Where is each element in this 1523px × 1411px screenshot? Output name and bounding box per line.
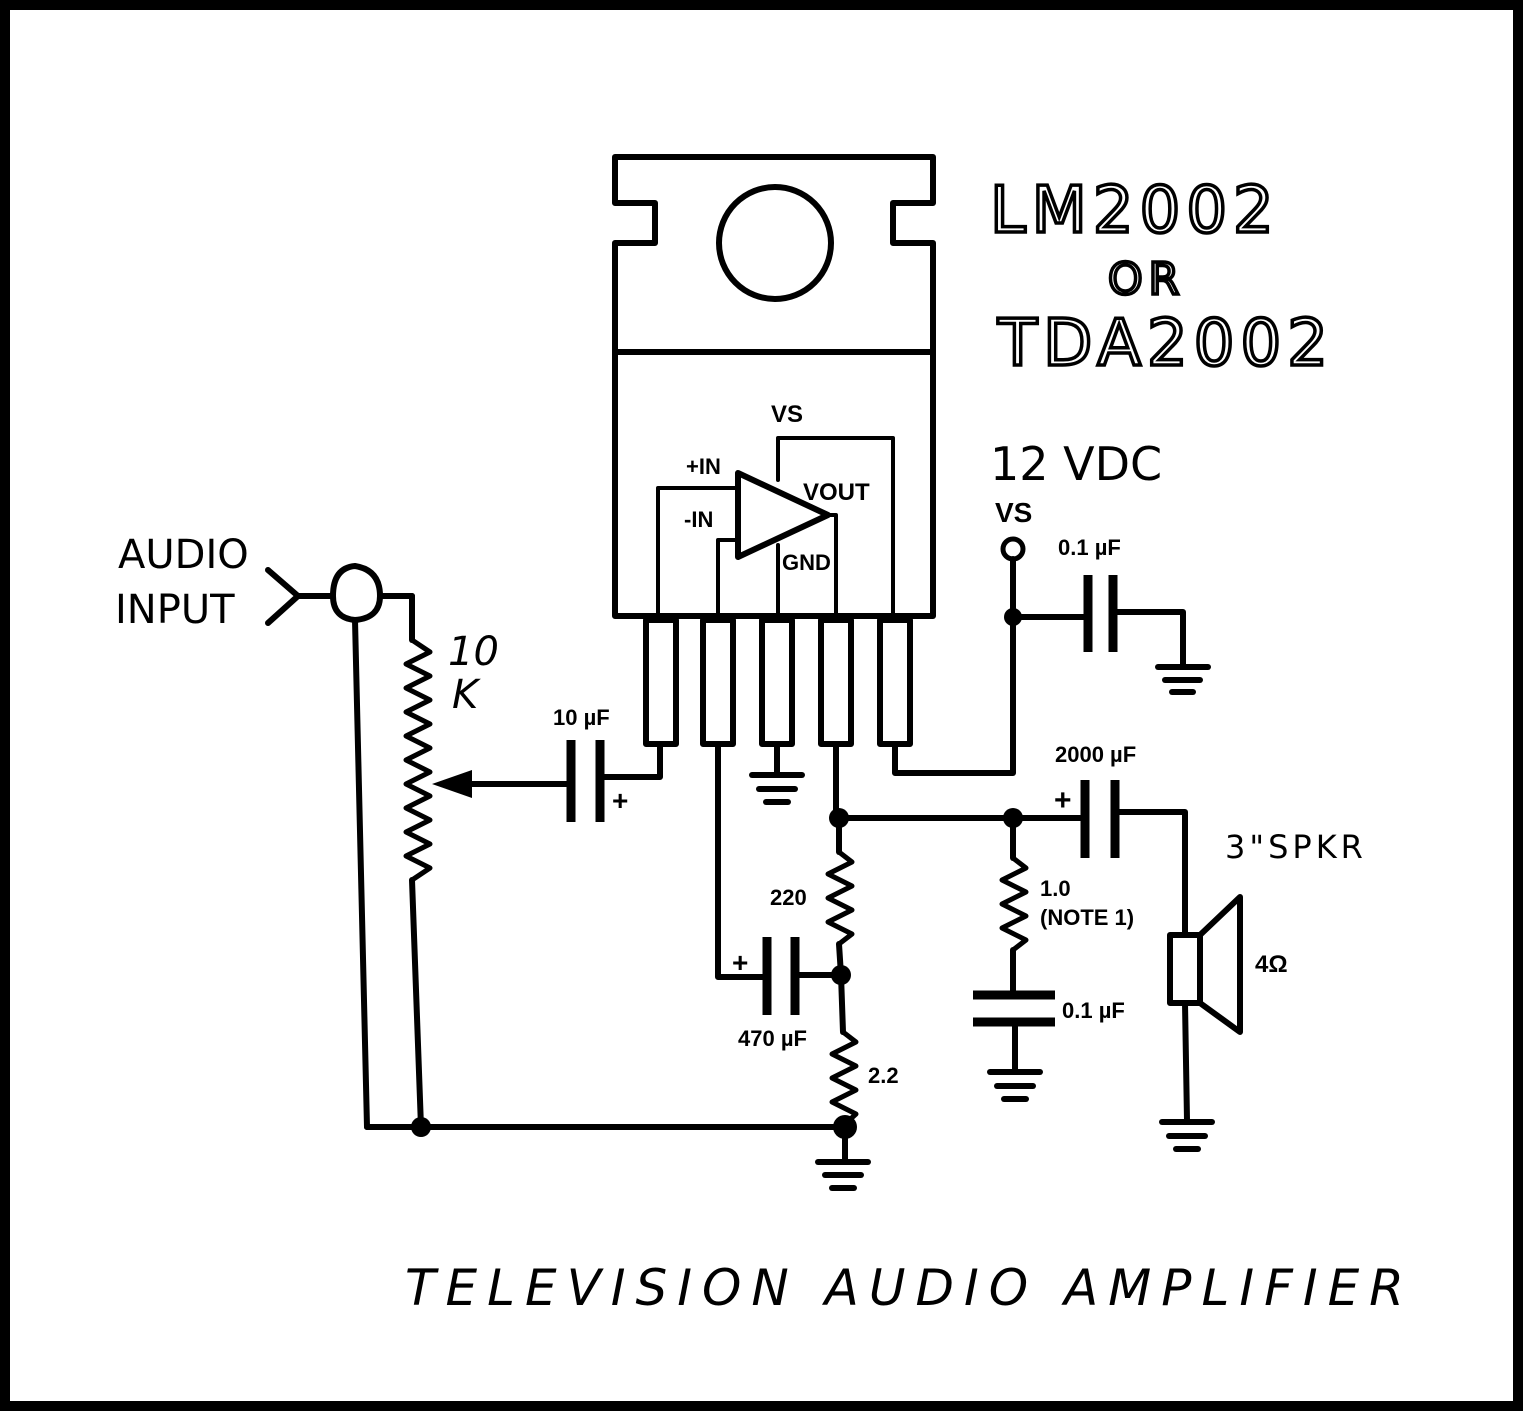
pot-value-2: K — [452, 672, 481, 718]
vs-internal-wire — [776, 436, 895, 622]
zobel-resistor — [999, 855, 1029, 953]
speaker-symbol — [1167, 894, 1243, 1035]
r220-label: 220 — [770, 885, 807, 910]
label-vs-internal: VS — [771, 401, 803, 428]
c-feedback-plus-sign: + — [732, 947, 748, 978]
volume-pot-resistor — [403, 637, 433, 883]
ic-pins — [643, 617, 913, 747]
jack-ground-wire — [352, 617, 370, 1130]
diagram-title: TELEVISION AUDIO AMPLIFIER — [405, 1259, 1414, 1317]
ic-pin-3 — [759, 617, 795, 747]
speaker-cone — [1197, 894, 1243, 1035]
r22-label: 2.2 — [868, 1063, 899, 1088]
r22-resistor — [829, 1029, 859, 1127]
audio-input-label-2: INPUT — [115, 587, 235, 633]
c-output-plus-sign: + — [1054, 784, 1072, 817]
speaker-label: 3"SPKR — [1225, 828, 1367, 866]
vs-supply-wire — [892, 556, 1016, 776]
speaker-ground-lead — [1182, 1000, 1190, 1123]
c-feedback-label: 470 µF — [738, 1026, 807, 1051]
supply-terminal-label: VS — [995, 497, 1032, 528]
minus-in-feedback-wire — [715, 741, 767, 980]
pot-value-1: 10 — [448, 629, 499, 675]
ground-symbol-main — [815, 1159, 871, 1191]
ic-mounting-hole — [716, 184, 834, 302]
r220-resistor — [825, 849, 855, 947]
pot-wiper-arrow — [432, 770, 472, 798]
minus-in-internal-wire — [716, 538, 740, 622]
chip-name-line-1: LM2002 — [990, 174, 1280, 248]
vout-internal-wire — [826, 513, 838, 622]
input-connector-arrow — [265, 567, 301, 626]
c-input-to-pin1-wire — [597, 741, 663, 780]
pot-ground-junction — [411, 1117, 431, 1137]
ground-symbol-speaker — [1159, 1119, 1215, 1152]
speaker-impedance-label: 4Ω — [1255, 951, 1288, 978]
ic-pin-1 — [643, 617, 679, 747]
c-input-label: 10 µF — [553, 705, 610, 730]
ic-pin-4 — [818, 617, 854, 747]
pot-bottom-lead — [409, 877, 424, 1130]
ic-package — [612, 154, 936, 619]
ic-pin-2 — [700, 617, 736, 747]
chip-name-line-3: TDA2002 — [997, 307, 1334, 381]
zobel-r-label-2: (NOTE 1) — [1040, 905, 1134, 930]
supply-voltage-label: 12 VDC — [990, 437, 1162, 491]
zobel-r-label-1: 1.0 — [1040, 876, 1071, 901]
c-output-to-speaker-wire — [1112, 809, 1188, 938]
plus-in-internal-wire — [656, 486, 740, 622]
c-supply-wire-right — [1110, 609, 1186, 668]
label-plus-in: +IN — [686, 454, 721, 479]
ic-body-outline — [612, 154, 936, 619]
label-vout: VOUT — [803, 479, 870, 506]
opamp-triangle — [735, 470, 831, 560]
ic-pin-5 — [877, 617, 913, 747]
c-input-plus-sign: + — [612, 785, 628, 816]
ground-symbol-supply — [1155, 664, 1211, 695]
c-zobel-label: 0.1 µF — [1062, 998, 1125, 1023]
ic-internal-amplifier — [656, 436, 895, 622]
input-jack-symbol — [330, 563, 383, 623]
c-supply-label: 0.1 µF — [1058, 535, 1121, 560]
chip-name-line-2: OR — [1108, 254, 1185, 305]
label-gnd: GND — [782, 550, 831, 575]
r22-top-lead — [838, 972, 846, 1035]
ground-symbol-pin3 — [749, 772, 805, 805]
audio-input-label-1: AUDIO — [118, 532, 249, 578]
ground-symbol-zobel — [987, 1069, 1043, 1102]
label-minus-in: -IN — [684, 507, 713, 532]
speaker-magnet — [1167, 932, 1203, 1006]
c-output-label: 2000 µF — [1055, 742, 1136, 767]
